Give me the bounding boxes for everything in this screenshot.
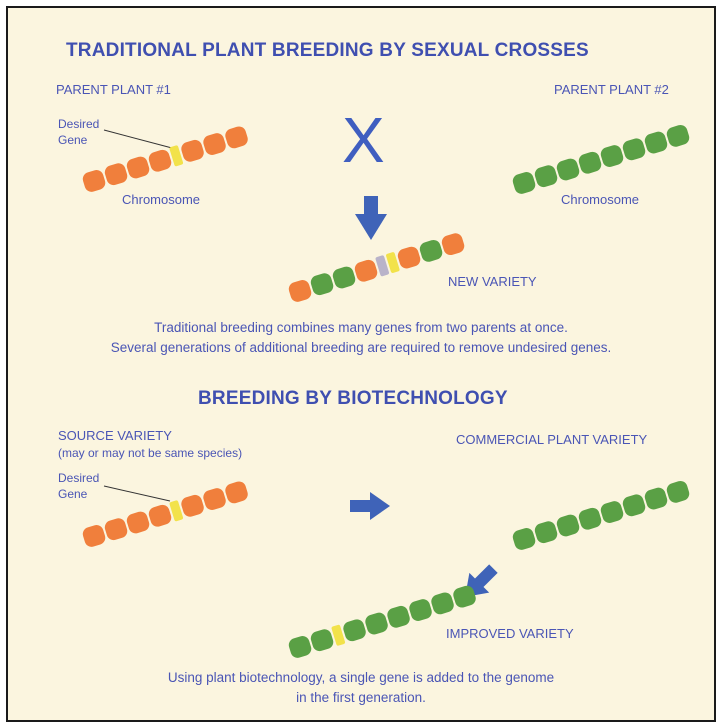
gene-segment xyxy=(169,145,183,167)
improved-chromosome xyxy=(287,584,477,660)
gene-segment xyxy=(169,500,183,522)
chromosome-segment xyxy=(287,634,313,659)
chromosome-segment xyxy=(103,162,129,187)
chromosome-segment xyxy=(353,258,379,283)
chromosome-segment xyxy=(180,493,206,518)
chromosome-segment xyxy=(309,272,335,297)
chromosome-segment xyxy=(224,480,250,505)
chromosome-segment xyxy=(342,618,368,643)
chromosome-segment xyxy=(202,486,228,511)
chromosome-segment xyxy=(202,131,228,156)
chromosome-segment xyxy=(577,506,603,531)
chromosome-segment xyxy=(555,513,581,538)
chromosome-segment xyxy=(364,611,390,636)
chromosome-segment xyxy=(125,155,151,180)
parent1-chromosome xyxy=(81,125,249,194)
chromosome-segment xyxy=(533,520,559,545)
down-arrow-icon xyxy=(355,196,387,240)
chromosome-segment xyxy=(665,123,691,148)
chromosome-segment xyxy=(440,232,466,257)
chromosome-segment xyxy=(430,591,456,616)
chromosome-segment xyxy=(180,138,206,163)
desired-gene-pointer-1 xyxy=(104,130,172,148)
chromosome-segment xyxy=(533,164,559,189)
chromosome-segment xyxy=(643,486,669,511)
chromosome-segment xyxy=(125,510,151,535)
chromosome-segment xyxy=(577,150,603,175)
chromosome-segment xyxy=(147,503,173,528)
chromosome-segment xyxy=(621,137,647,162)
chromosome-segment xyxy=(599,499,625,524)
chromosome-segment xyxy=(621,493,647,518)
diagram-frame: TRADITIONAL PLANT BREEDING BY SEXUAL CRO… xyxy=(6,6,716,722)
chromosome-segment xyxy=(396,245,422,270)
parent2-chromosome xyxy=(511,123,691,195)
chromosome-segment xyxy=(331,265,357,290)
desired-gene-pointer-2 xyxy=(104,486,170,501)
chromosome-segment xyxy=(408,597,434,622)
commercial-chromosome xyxy=(511,479,691,551)
chromosome-segment xyxy=(287,278,313,303)
chromosome-segment xyxy=(643,130,669,155)
chromosome-segment xyxy=(511,526,537,551)
diagram-graphics xyxy=(8,8,714,720)
chromosome-segment xyxy=(599,143,625,168)
new-variety-chromosome xyxy=(287,232,466,304)
gene-segment xyxy=(331,624,345,646)
chromosome-segment xyxy=(81,523,107,548)
chromosome-segment xyxy=(555,157,581,182)
chromosome-segment xyxy=(665,479,691,504)
chromosome-segment xyxy=(103,517,129,542)
chromosome-segment xyxy=(418,238,444,263)
chromosome-segment xyxy=(147,148,173,173)
source-chromosome xyxy=(81,480,249,549)
chromosome-segment xyxy=(224,125,250,150)
chromosome-segment xyxy=(309,628,335,653)
chromosome-segment xyxy=(511,170,537,195)
right-arrow-icon xyxy=(350,492,390,520)
chromosome-segment xyxy=(81,168,107,193)
chromosome-segment xyxy=(386,604,412,629)
